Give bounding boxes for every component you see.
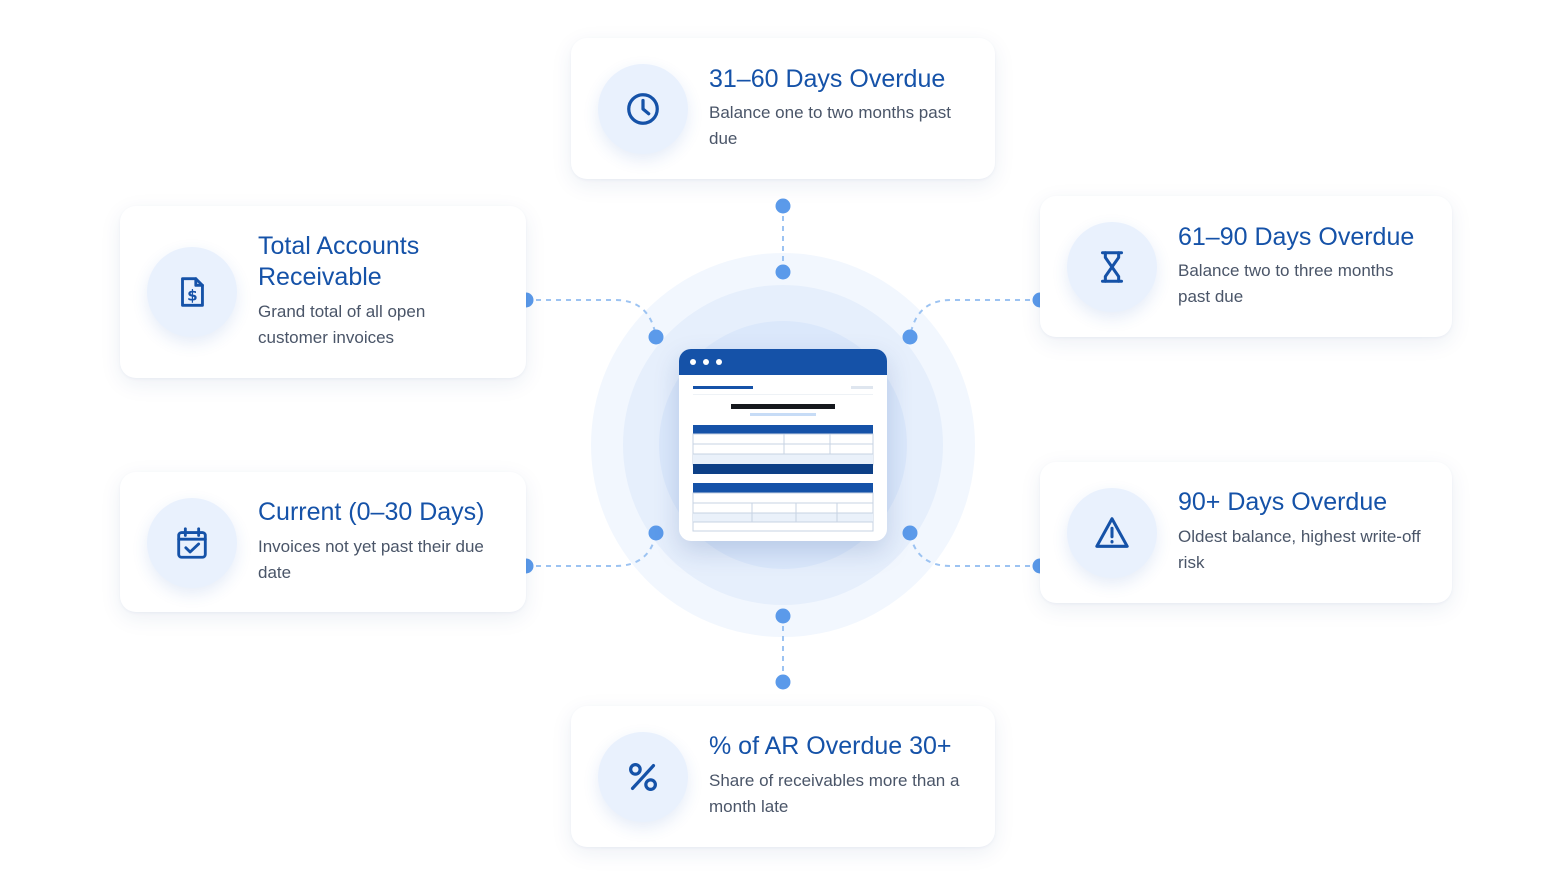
card-title: Current (0–30 Days) — [258, 498, 485, 526]
card-title: 31–60 Days Overdue — [709, 65, 946, 93]
window-dot — [716, 359, 722, 365]
window-dot — [690, 359, 696, 365]
calendar-check-icon — [147, 498, 237, 588]
card-description: Grand total of all open customer invoice… — [258, 302, 426, 347]
window-titlebar — [679, 349, 887, 375]
card-title: 61–90 Days Overdue — [1178, 223, 1415, 251]
clock-icon — [598, 64, 688, 154]
card-current-0-30-days: Current (0–30 Days) Invoices not yet pas… — [120, 472, 526, 612]
connector-top-left — [526, 299, 657, 338]
connector-top-right — [909, 299, 1040, 338]
connector-dot — [648, 525, 664, 541]
connector-dot — [648, 329, 664, 345]
card-90-plus-days-overdue: 90+ Days Overdue Oldest balance, highest… — [1040, 462, 1452, 603]
card-description: Invoices not yet past their due date — [258, 537, 484, 582]
svg-text:$: $ — [187, 287, 198, 305]
connector-dot — [902, 329, 918, 345]
card-pct-ar-overdue-30-plus: % of AR Overdue 30+ Share of receivables… — [571, 706, 995, 847]
card-31-60-days-overdue: 31–60 Days Overdue Balance one to two mo… — [571, 38, 995, 179]
warning-triangle-icon — [1067, 488, 1157, 578]
card-description: Balance one to two months past due — [709, 103, 951, 148]
card-total-accounts-receivable: $ Total Accounts Receivable Grand total … — [120, 206, 526, 378]
card-title: 90+ Days Overdue — [1178, 488, 1388, 516]
connector-dot — [775, 608, 791, 624]
connector-dot — [775, 674, 791, 690]
percent-icon — [598, 732, 688, 822]
connector-dot — [775, 198, 791, 214]
card-description: Balance two to three months past due — [1178, 261, 1394, 306]
report-document-window-icon — [679, 349, 887, 541]
dollar-document-icon: $ — [147, 247, 237, 337]
report-sheet — [692, 386, 874, 532]
card-61-90-days-overdue: 61–90 Days Overdue Balance two to three … — [1040, 196, 1452, 337]
connector-dot — [902, 525, 918, 541]
window-dot — [703, 359, 709, 365]
card-description: Share of receivables more than a month l… — [709, 771, 960, 816]
card-description: Oldest balance, highest write-off risk — [1178, 527, 1421, 572]
hourglass-icon — [1067, 222, 1157, 312]
card-title: Total Accounts Receivable — [258, 232, 420, 291]
card-title: % of AR Overdue 30+ — [709, 732, 952, 760]
connector-dot — [775, 264, 791, 280]
